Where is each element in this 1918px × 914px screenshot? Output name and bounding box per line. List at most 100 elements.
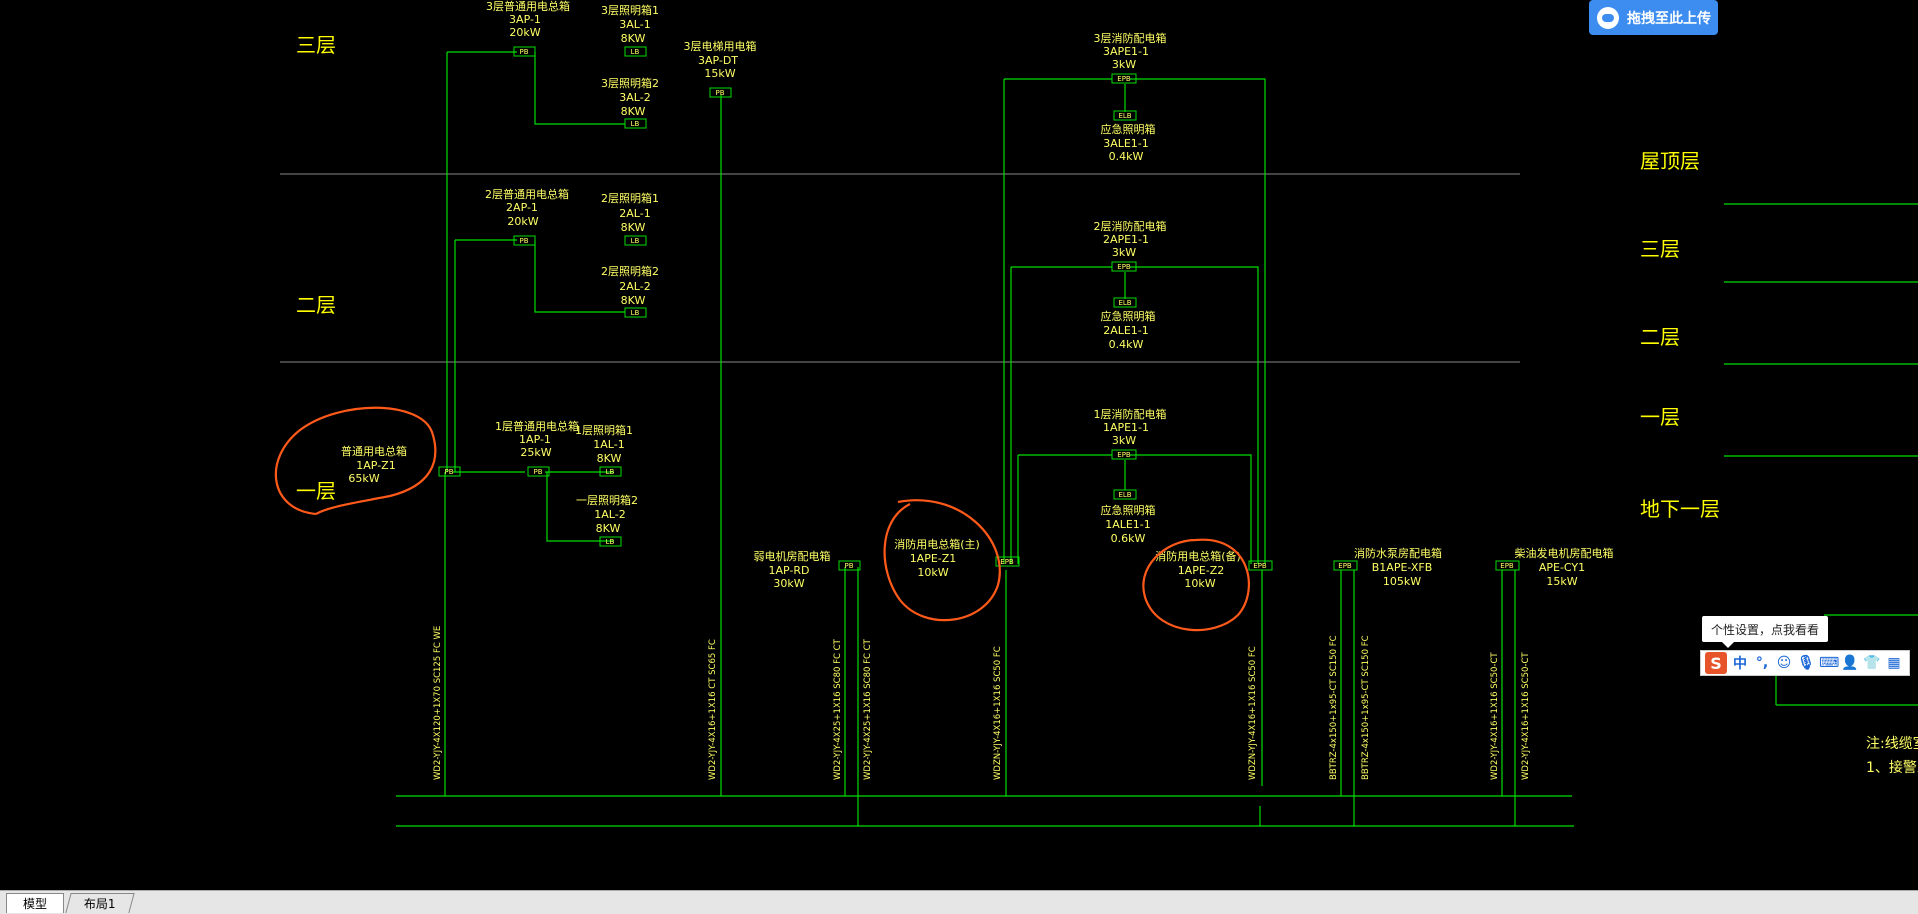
floor-separators	[280, 173, 1520, 363]
panel-box-1al-1[interactable]	[599, 466, 622, 477]
panel-power: 3kW	[1112, 434, 1136, 447]
panel-id: B1APE-XFB	[1372, 561, 1432, 574]
panel-box-2al-2[interactable]	[624, 307, 647, 318]
panel-box-3ape1-1[interactable]	[1111, 73, 1137, 84]
ime-toolbar[interactable]: S 中 °, ☺ 🎙 ⌨ 👤 👕 ▦	[1700, 650, 1910, 676]
panel-power: 15kW	[1546, 575, 1577, 588]
panel-box-label: PB	[444, 468, 453, 476]
ime-mode-toggle[interactable]: 中	[1733, 656, 1747, 672]
panel-id: 1AL-2	[594, 508, 625, 521]
panel-box-b1ape-xfb[interactable]	[1333, 560, 1358, 571]
tab-label: 布局1	[84, 897, 116, 911]
panel-box-ape-cy1[interactable]	[1495, 560, 1520, 571]
panel-box-1ap-z1[interactable]	[438, 466, 461, 477]
panel-box-1ape-z1[interactable]	[995, 556, 1020, 567]
panel-box-label: LB	[631, 120, 640, 128]
panel-box-label: EPB	[1253, 562, 1267, 570]
panel-box-2ap-1[interactable]	[513, 235, 536, 246]
panel-box-3al-2[interactable]	[624, 118, 647, 129]
wiring	[396, 51, 1574, 827]
panel-id: 2AL-1	[619, 207, 650, 220]
panel-box-1al-2[interactable]	[599, 536, 622, 547]
upload-button-label: 拖拽至此上传	[1627, 10, 1711, 27]
emoji-icon[interactable]: ☺	[1776, 655, 1792, 671]
panel-box-1ap-1[interactable]	[527, 466, 550, 477]
panel-name: 消防用电总箱(备)	[1155, 549, 1241, 563]
cable-label: WD2-YJY-4X25+1X16 SC80 FC CT	[863, 638, 873, 780]
panel-power: 8KW	[597, 452, 622, 465]
tab-label: 模型	[22, 897, 47, 911]
panel-power: 10kW	[917, 566, 948, 579]
panel-id: 1AP-RD	[769, 564, 810, 577]
floor-label-3f: 三层	[296, 33, 336, 57]
panel-box-3ap-1[interactable]	[513, 46, 536, 57]
panel-name: 3层照明箱1	[601, 3, 659, 17]
note-line: 1、接警总干	[1866, 759, 1918, 776]
panel-box-1ape-z2[interactable]	[1248, 560, 1273, 571]
floor-label-1f: 一层	[296, 479, 336, 503]
user-icon[interactable]: 👤	[1841, 655, 1859, 671]
panel-name: 弱电机房配电箱	[754, 549, 831, 563]
keyboard-icon[interactable]: ⌨	[1819, 655, 1840, 671]
panel-power: 30kW	[773, 577, 804, 590]
tab-layout1[interactable]: 布局1	[65, 893, 135, 913]
panel-power: 10kW	[1184, 577, 1215, 590]
right-riser-lines	[1724, 203, 1918, 706]
panel-name: 2层消防配电箱	[1094, 219, 1167, 233]
panel-box-label: LB	[631, 309, 640, 317]
panel-box-2al-1[interactable]	[624, 235, 647, 246]
voice-input-icon[interactable]: 🎙	[1797, 655, 1815, 671]
panel-name: 3层普通用电总箱	[486, 0, 570, 13]
panel-power: 3kW	[1112, 246, 1136, 259]
panel-box-2ale1-1[interactable]	[1113, 297, 1137, 308]
panel-power: 8KW	[621, 294, 646, 307]
panel-box-label: ELB	[1118, 299, 1131, 307]
markup-annotations	[274, 406, 1250, 632]
tab-model[interactable]: 模型	[6, 893, 64, 913]
panel-power: 25kW	[520, 446, 551, 459]
panel-name: 应急照明箱	[1101, 503, 1156, 517]
panel-box-label: PB	[844, 562, 853, 570]
panel-name: 应急照明箱	[1101, 122, 1156, 136]
panel-box-label: PB	[519, 237, 528, 245]
ime-punct-toggle[interactable]: °,	[1755, 655, 1769, 671]
panel-power: 15kW	[704, 67, 735, 80]
panel-name: 1层照明箱1	[575, 423, 633, 437]
toolbox-grid-icon[interactable]: ▦	[1887, 655, 1901, 671]
drag-upload-button[interactable]: 拖拽至此上传	[1589, 0, 1718, 35]
panel-box-2ape1-1[interactable]	[1111, 261, 1137, 272]
panel-box-3ap-dt[interactable]	[709, 87, 732, 98]
panel-id: 3APE1-1	[1103, 45, 1149, 58]
tooltip-text: 个性设置，点我看看	[1710, 622, 1819, 637]
panel-box-3ale1-1[interactable]	[1113, 110, 1137, 121]
floor-label-right-2f: 二层	[1640, 325, 1680, 349]
panel-box-label: LB	[631, 48, 640, 56]
cable-label: WD2-YJY-4X25+1X16 SC80 FC CT	[833, 638, 843, 780]
panel-name: 3层消防配电箱	[1094, 31, 1167, 45]
panel-power: 8KW	[596, 522, 621, 535]
panel-box-label: ELB	[1118, 491, 1131, 499]
panel-box-1ale1-1[interactable]	[1113, 489, 1137, 500]
panel-box-label: LB	[631, 237, 640, 245]
ime-settings-tooltip[interactable]: 个性设置，点我看看	[1702, 616, 1828, 648]
cable-label: WDZN-YJY-4X16+1X16 SC50 FC	[993, 646, 1003, 780]
cad-drawing-canvas[interactable]: 三层 二层 一层 屋顶层 三层 二层 一层 地下一层	[0, 0, 1918, 890]
panel-id: 3ALE1-1	[1103, 137, 1149, 150]
panel-id: 3AP-DT	[698, 54, 738, 67]
sogou-logo-icon[interactable]: S	[1705, 652, 1727, 674]
cloud-upload-icon	[1597, 6, 1619, 29]
panel-name: 2层普通用电总箱	[485, 187, 569, 201]
panel-power: 8KW	[621, 221, 646, 234]
panel-box-1ape1-1[interactable]	[1111, 449, 1137, 460]
panel-power: 8KW	[621, 105, 646, 118]
panel-id: APE-CY1	[1539, 561, 1585, 574]
skin-icon[interactable]: 👕	[1863, 655, 1881, 671]
panel-box-label: EPB	[1338, 562, 1352, 570]
panel-power: 65kW	[348, 472, 379, 485]
panel-box-3al-1[interactable]	[624, 46, 647, 57]
panel-id: 1APE-Z2	[1178, 564, 1225, 577]
cable-label: WD2-YJY-4X120+1X70 SC125 FC WE	[433, 626, 443, 780]
panel-id: 3AP-1	[509, 13, 541, 26]
panel-box-1ap-rd[interactable]	[838, 560, 861, 571]
panel-name: 3层电梯用电箱	[684, 39, 757, 53]
